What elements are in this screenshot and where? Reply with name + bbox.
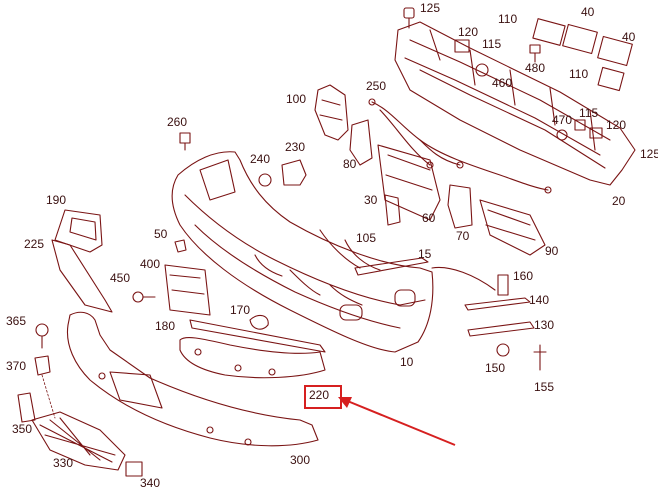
plate-mount-400 [164,264,211,316]
lower-valance-300 [66,311,319,447]
label-365: 365 [6,314,27,328]
small-parts-top [403,7,633,141]
label-40-right: 40 [622,30,636,44]
label-370: 370 [6,359,27,373]
side-trim-220 [179,319,326,379]
label-105: 105 [356,231,377,245]
label-80: 80 [343,157,357,171]
label-115-right: 115 [579,106,599,120]
park-sensors [179,132,307,187]
label-250: 250 [366,79,387,93]
label-120-top: 120 [458,25,479,39]
wiring-harness [368,98,552,194]
label-170: 170 [230,303,251,317]
part-170 [249,314,269,330]
label-340: 340 [140,476,161,490]
label-140: 140 [529,293,550,307]
label-330: 330 [53,456,74,470]
label-125-top: 125 [420,1,441,15]
side-brackets [314,84,546,256]
rear-bumper-carrier [394,21,636,186]
label-60: 60 [422,211,436,225]
label-100: 100 [286,92,307,106]
label-155: 155 [534,380,555,394]
label-240: 240 [250,152,271,166]
label-110-right: 110 [569,67,589,81]
label-30: 30 [364,193,378,207]
label-450: 450 [110,271,131,285]
mesh-insert [17,291,156,477]
label-350: 350 [12,422,33,436]
label-130: 130 [534,318,555,332]
label-460: 460 [492,76,513,90]
label-15: 15 [418,247,432,261]
label-225: 225 [24,237,45,251]
right-strips [431,266,547,371]
label-470: 470 [552,113,573,127]
label-300: 300 [290,453,311,467]
label-10: 10 [400,355,414,369]
label-40-top: 40 [581,5,595,19]
label-230: 230 [285,140,306,154]
pointer-arrow-line [344,399,456,446]
label-160: 160 [513,269,534,283]
label-125-right: 125 [640,147,658,161]
label-50: 50 [154,227,168,241]
label-480: 480 [525,61,546,75]
label-115-top: 115 [482,37,502,51]
label-150: 150 [485,361,506,375]
clip-50 [174,239,187,253]
label-400: 400 [140,257,161,271]
label-70: 70 [456,229,470,243]
label-20: 20 [612,194,626,208]
front-bumper-shell [171,151,434,353]
label-90: 90 [545,244,559,258]
pointer-arrow-head [338,397,352,408]
leader-lines [41,374,56,419]
label-190: 190 [46,193,67,207]
label-180: 180 [155,319,176,333]
side-grille [51,209,113,313]
label-220-highlighted: 220 [309,388,330,402]
label-120-right: 120 [606,118,627,132]
trim-strip-15 [354,257,429,276]
label-110-top: 110 [498,12,518,26]
label-260: 260 [167,115,188,129]
